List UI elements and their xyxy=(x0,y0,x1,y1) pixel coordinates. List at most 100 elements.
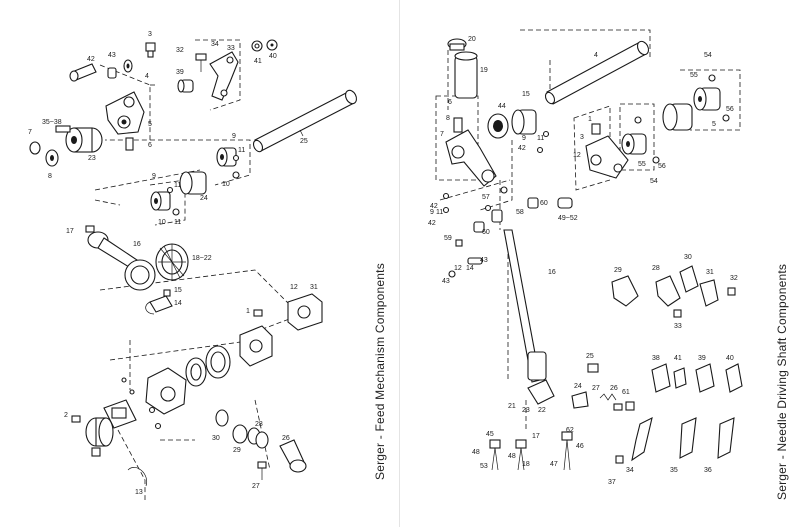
post-26 xyxy=(279,439,307,473)
washer-40 xyxy=(266,39,278,51)
label: 43 xyxy=(108,52,116,59)
screw-33 xyxy=(673,309,682,318)
label: 55 xyxy=(690,72,698,79)
gear-18-22 xyxy=(155,243,189,281)
screw-17 xyxy=(85,225,95,233)
label: 42 xyxy=(87,56,95,63)
collar-23 xyxy=(65,127,103,153)
label: 18 xyxy=(522,461,530,468)
bracket-35 xyxy=(679,417,697,459)
bushing-58 xyxy=(491,209,503,223)
bracket-29 xyxy=(611,275,639,307)
label: 45 xyxy=(486,431,494,438)
label: 9 xyxy=(430,209,434,216)
label: 53 xyxy=(480,463,488,470)
needle-62 xyxy=(561,431,573,471)
label: 29 xyxy=(233,447,241,454)
label: 35~38 xyxy=(42,119,62,126)
feed-bar-housing xyxy=(145,367,187,415)
screw-32 xyxy=(727,287,736,296)
label: 40 xyxy=(269,53,277,60)
cap-20 xyxy=(447,38,467,51)
part-number-labels: 3 32 34 33 42 43 40 41 4 39 35~38 7 5 6 … xyxy=(28,31,318,496)
label: 49~52 xyxy=(558,215,578,222)
label: 11 xyxy=(174,219,181,226)
label: 3 xyxy=(148,31,152,38)
label: 47 xyxy=(550,461,558,468)
label: 19 xyxy=(480,67,488,74)
bushing-60 xyxy=(473,197,539,233)
connecting-rod-16 xyxy=(87,231,156,291)
label: 24 xyxy=(200,195,208,202)
label: 25 xyxy=(300,138,308,145)
bracket-41 xyxy=(673,367,687,389)
label: 55 xyxy=(638,161,646,168)
feed-mechanism-diagram: 3 32 34 33 42 43 40 41 4 39 35~38 7 5 6 … xyxy=(28,31,358,500)
pin-35-38 xyxy=(55,125,71,133)
label: 6 xyxy=(448,99,452,106)
bracket-40 xyxy=(725,363,743,393)
label: 26 xyxy=(610,385,618,392)
guide-24 xyxy=(571,391,589,409)
label: 11 xyxy=(238,147,245,154)
label: 20 xyxy=(468,36,476,43)
label: 61 xyxy=(622,389,630,396)
spring-27 xyxy=(599,393,617,401)
bracket-31 xyxy=(699,279,719,307)
label: 27 xyxy=(252,483,260,490)
label: 32 xyxy=(176,47,184,54)
cap-7 xyxy=(29,141,41,155)
label: 31 xyxy=(706,269,714,276)
crank-12 xyxy=(585,135,629,179)
label: 42 xyxy=(428,220,436,227)
label: 18~22 xyxy=(192,255,212,262)
label: 23 xyxy=(522,407,530,414)
bearing-44 xyxy=(487,113,509,139)
spring-28 xyxy=(247,427,269,449)
label: 25 xyxy=(586,353,594,360)
screw-59 xyxy=(455,239,463,247)
screw-2 xyxy=(71,415,81,423)
tube-4 xyxy=(544,40,650,105)
label: 9 xyxy=(152,173,156,180)
bracket-38 xyxy=(651,363,671,393)
label: 42 xyxy=(518,145,526,152)
label: 7 xyxy=(440,131,444,138)
label: 8 xyxy=(48,173,52,180)
label: 17 xyxy=(532,433,540,440)
label: 33 xyxy=(674,323,682,330)
feed-mechanism-caption: Serger - Feed Mechanism Components xyxy=(373,263,387,480)
label: 13 xyxy=(135,489,143,496)
ring-29 xyxy=(232,424,248,444)
clamp-22 xyxy=(527,379,555,405)
needle-shaft-diagram: 20 19 4 44 15 54 55 56 6 8 9 11 1 3 12 5… xyxy=(428,29,743,486)
label: 34 xyxy=(211,41,219,48)
screw-3 xyxy=(145,42,156,58)
screw-1 xyxy=(253,309,263,317)
label: 3 xyxy=(580,134,584,141)
label: 35 xyxy=(670,467,678,474)
label: 26 xyxy=(282,435,290,442)
label: 60 xyxy=(540,200,548,207)
bracket-30 xyxy=(679,265,699,293)
label: 62 xyxy=(566,427,574,434)
label: 8 xyxy=(446,115,450,122)
bushing-39 xyxy=(177,79,194,93)
label: 10 xyxy=(158,219,166,226)
collar-55-upper xyxy=(693,87,721,111)
label: 33 xyxy=(227,45,235,52)
label: 5 xyxy=(148,121,152,128)
label: 54 xyxy=(650,178,658,185)
screw-6 xyxy=(125,137,134,151)
label: 16 xyxy=(133,241,141,248)
part-number-labels: 20 19 4 44 15 54 55 56 6 8 9 11 1 3 12 5… xyxy=(428,36,738,486)
cap-42 xyxy=(69,63,97,82)
label: 24 xyxy=(574,383,582,390)
label: 22 xyxy=(538,407,546,414)
label: 4 xyxy=(145,73,149,80)
knurled-knob xyxy=(85,417,114,447)
screw-3 xyxy=(591,123,601,135)
label: 6 xyxy=(148,142,152,149)
label: 14 xyxy=(466,265,474,272)
label: 16 xyxy=(548,269,556,276)
